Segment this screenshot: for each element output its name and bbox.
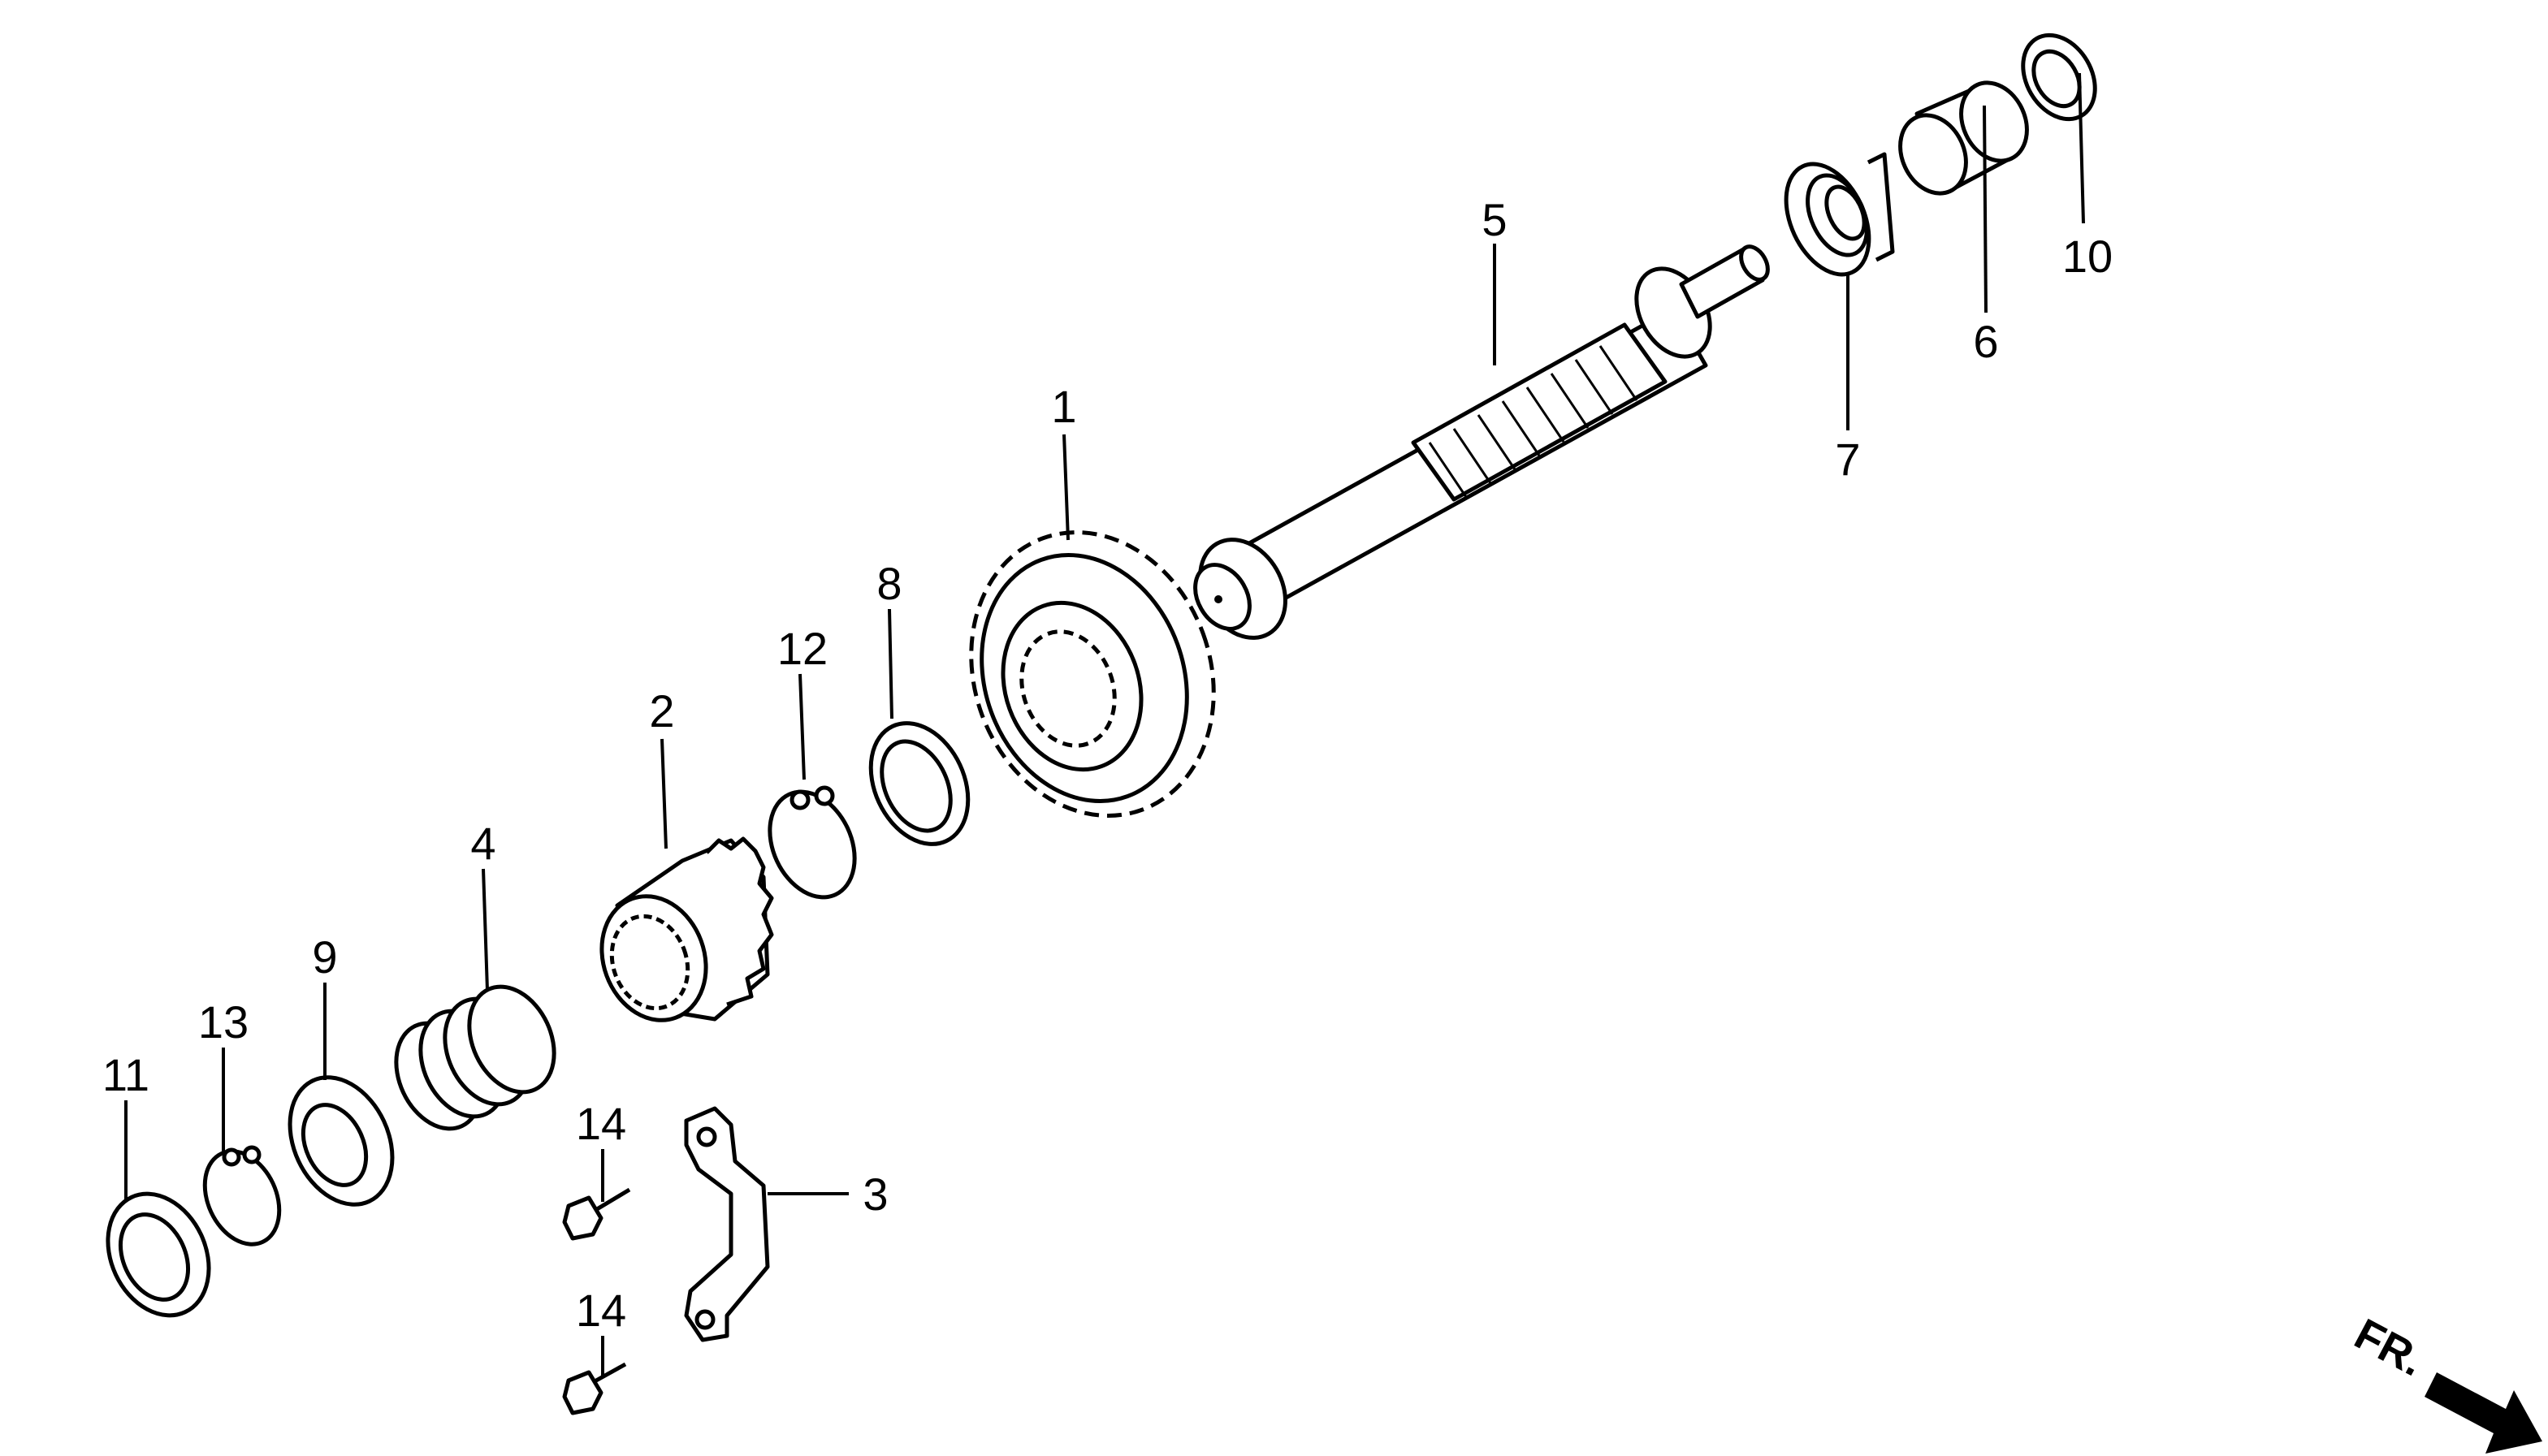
callout-14-lower: 14: [576, 1285, 626, 1336]
part-12-circlip: [768, 785, 857, 900]
part-13-circlip: [202, 1145, 282, 1246]
part-11-washer: [106, 1191, 211, 1318]
part-1-gear: [969, 530, 1216, 818]
callout-7: 7: [1835, 434, 1860, 485]
part-9-washer: [288, 1075, 395, 1207]
part-5-shaft: [1193, 244, 1770, 640]
callout-labels: 1 2 3 4 5 6 7 8 9 10 11 12 13 14 14: [102, 194, 2113, 1336]
callout-13: 13: [198, 996, 249, 1048]
part-3-bracket: [684, 1106, 770, 1342]
callout-12: 12: [777, 623, 828, 674]
part-2-ratchet: [599, 836, 774, 1022]
part-14-bolt-upper: [562, 1187, 631, 1241]
callout-8: 8: [876, 558, 902, 609]
front-label: FR.: [2347, 1310, 2432, 1386]
front-arrow-icon: [2425, 1372, 2542, 1454]
callout-3: 3: [863, 1169, 888, 1220]
callout-6: 6: [1973, 316, 1998, 367]
callout-9: 9: [312, 931, 337, 983]
part-6-collar: [1898, 80, 2029, 196]
callout-10: 10: [2062, 231, 2113, 282]
front-direction-indicator: FR.: [2347, 1310, 2542, 1454]
part-7-spring: [1784, 152, 1895, 277]
leader-lines: [124, 72, 2085, 1376]
part-4-spring: [394, 984, 556, 1131]
callout-2: 2: [649, 685, 674, 737]
callout-5: 5: [1482, 194, 1507, 245]
part-8-washer: [868, 721, 971, 846]
callout-11: 11: [102, 1049, 149, 1100]
part-14-bolt-lower: [562, 1362, 627, 1415]
callout-4: 4: [470, 818, 495, 869]
callout-1: 1: [1051, 381, 1076, 432]
callout-14-upper: 14: [576, 1098, 626, 1149]
